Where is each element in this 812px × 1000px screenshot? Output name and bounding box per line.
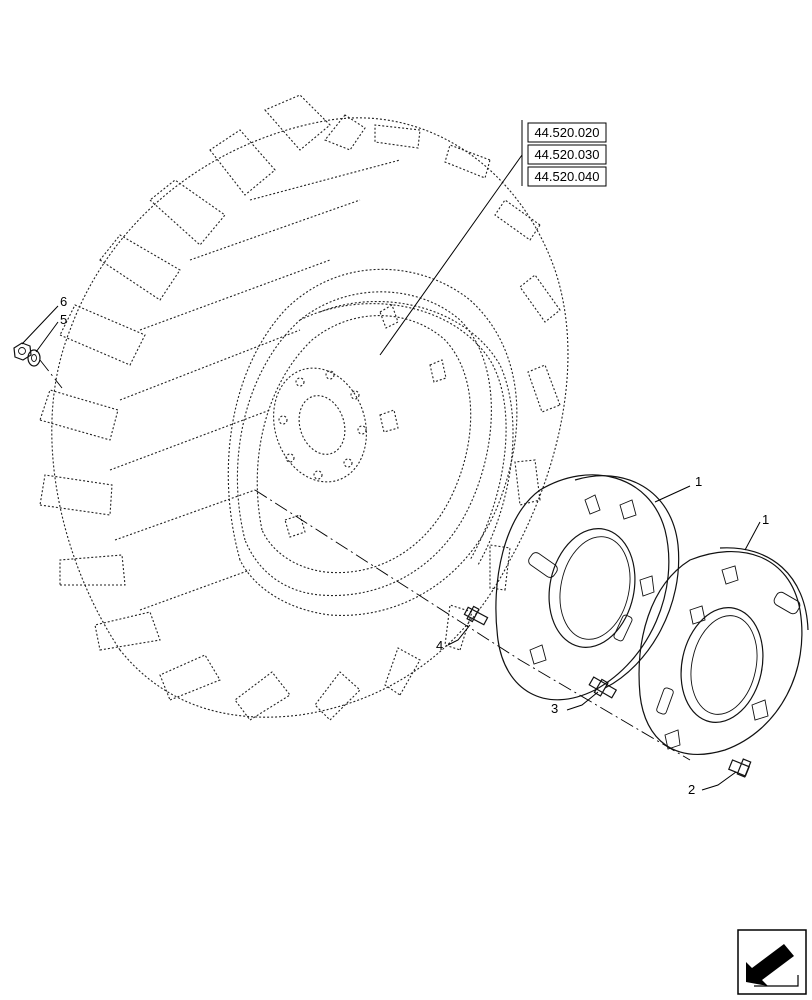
- nut-centerline: [39, 359, 63, 389]
- callout-2: 2: [688, 782, 695, 797]
- reference-box-2[interactable]: 44.520.030: [527, 144, 607, 165]
- wheel-weight-rear: [495, 474, 680, 701]
- leader-3: [566, 691, 599, 711]
- next-page-arrow-icon[interactable]: [737, 929, 807, 995]
- reference-label: 44.520.040: [534, 169, 599, 184]
- callout-1-front: 1: [762, 512, 769, 527]
- assembly-centerline: [254, 489, 691, 761]
- wheel-hub: [273, 367, 367, 483]
- leader-ref: [379, 154, 523, 356]
- tire: [39, 94, 569, 721]
- callout-5: 5: [60, 312, 67, 327]
- tread-lugs: [39, 94, 561, 721]
- stud-bolt: [463, 605, 489, 626]
- bolt: [728, 758, 752, 778]
- wheel-rim: [236, 291, 514, 597]
- callout-4: 4: [436, 638, 443, 653]
- leader-5: [35, 321, 59, 353]
- leader-4: [447, 624, 471, 646]
- threaded-stud: [588, 676, 618, 699]
- leader-2: [701, 771, 737, 791]
- reference-box-1[interactable]: 44.520.020: [527, 122, 607, 143]
- reference-label: 44.520.030: [534, 147, 599, 162]
- reference-box-3[interactable]: 44.520.040: [527, 166, 607, 187]
- callout-3: 3: [551, 701, 558, 716]
- wheel-weight-front: [638, 547, 809, 755]
- leader-1a: [654, 485, 691, 503]
- callout-6: 6: [60, 294, 67, 309]
- leader-6: [21, 305, 59, 345]
- reference-label: 44.520.020: [534, 125, 599, 140]
- leader-1b: [744, 521, 761, 551]
- nut: [13, 342, 32, 361]
- washer: [27, 349, 41, 367]
- callout-1-rear: 1: [695, 474, 702, 489]
